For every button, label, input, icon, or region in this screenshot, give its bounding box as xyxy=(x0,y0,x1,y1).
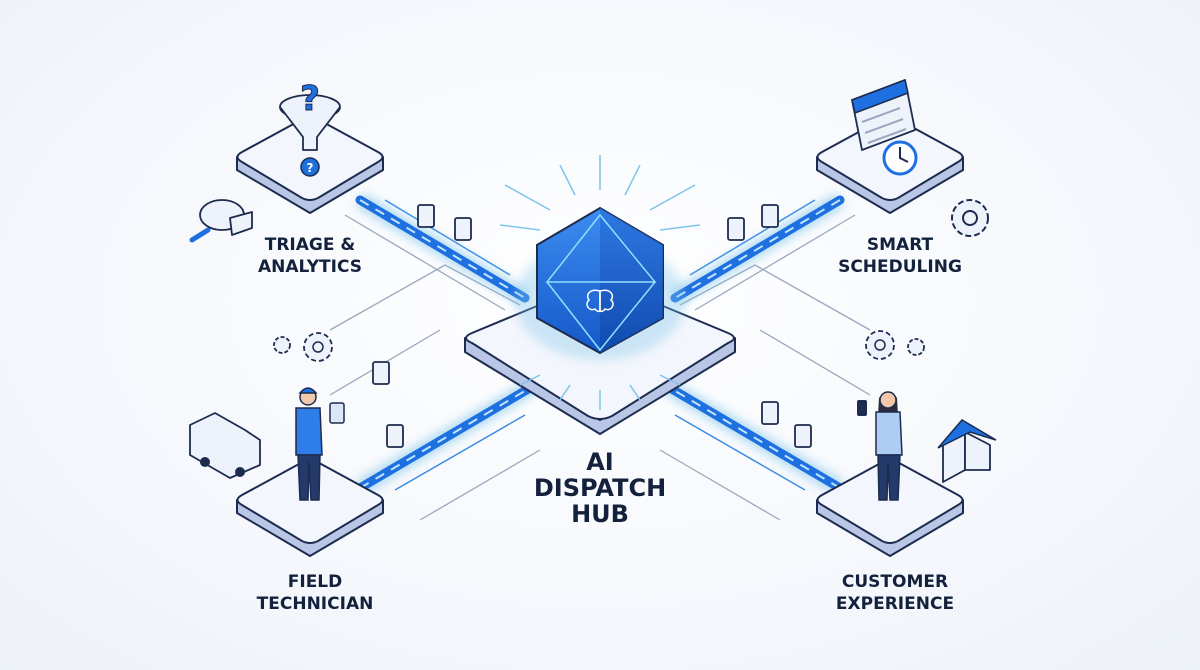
technician-icon xyxy=(295,387,345,501)
customer-icon xyxy=(857,391,903,501)
svg-text:SCHEDULING: SCHEDULING xyxy=(838,257,962,277)
funnel-icon: ? xyxy=(279,79,341,151)
phone-icon xyxy=(857,400,867,416)
svg-text:ANALYTICS: ANALYTICS xyxy=(258,257,362,277)
label-technician: FIELD TECHNICIAN xyxy=(257,572,374,614)
svg-text:SMART: SMART xyxy=(867,235,934,255)
document-icons xyxy=(372,204,812,448)
data-beams xyxy=(355,193,845,495)
svg-text:HUB: HUB xyxy=(571,500,629,528)
svg-text:DISPATCH: DISPATCH xyxy=(534,474,666,502)
beam-customer xyxy=(660,380,845,493)
van-icon xyxy=(189,412,261,479)
ai-core-cube xyxy=(515,206,685,360)
platform-technician xyxy=(236,457,384,557)
svg-text:AI: AI xyxy=(586,448,614,476)
label-customer: CUSTOMER EXPERIENCE xyxy=(836,572,954,614)
label-triage: TRIAGE & ANALYTICS xyxy=(258,235,362,277)
tablet-icon xyxy=(329,402,345,424)
flow-lines xyxy=(329,199,871,521)
label-scheduling: SMART SCHEDULING xyxy=(838,235,962,277)
gears-icon xyxy=(865,330,925,360)
question-icon: ? xyxy=(300,157,320,177)
brain-icon xyxy=(586,289,614,313)
svg-text:TRIAGE &: TRIAGE & xyxy=(265,235,356,255)
svg-text:FIELD: FIELD xyxy=(288,572,343,592)
gears-icon xyxy=(273,332,333,362)
hub-title: AI DISPATCH HUB xyxy=(534,448,666,528)
clock-icon xyxy=(882,140,918,176)
pie-chart-magnifier-icon xyxy=(189,199,253,243)
svg-text:CUSTOMER: CUSTOMER xyxy=(842,572,948,592)
svg-text:TECHNICIAN: TECHNICIAN xyxy=(257,594,374,614)
house-icon xyxy=(937,419,997,483)
question-mark-icon: ? xyxy=(300,79,320,119)
hub-rays xyxy=(499,155,701,410)
svg-text:EXPERIENCE: EXPERIENCE xyxy=(836,594,954,614)
svg-text:?: ? xyxy=(307,161,314,175)
gear-icon xyxy=(951,199,989,237)
calendar-icon xyxy=(851,78,916,151)
